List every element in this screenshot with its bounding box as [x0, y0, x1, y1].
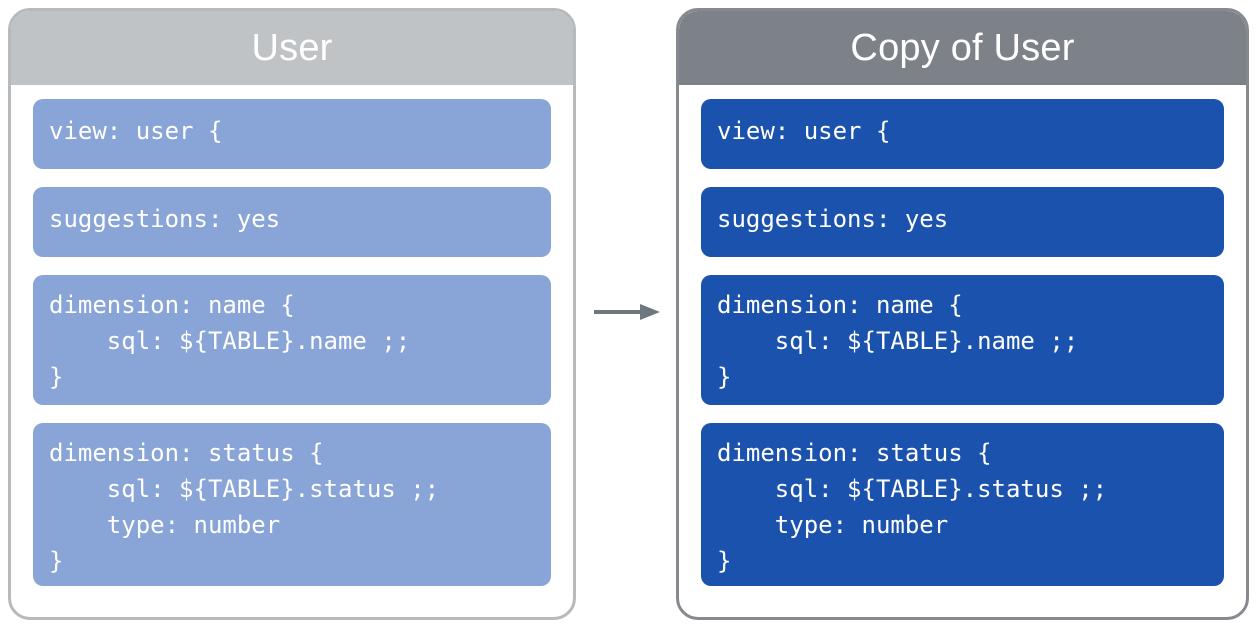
panel-title-copy: Copy of User: [679, 11, 1246, 85]
code-block-suggestions-copy: suggestions: yes: [701, 187, 1224, 257]
right-arrow-icon: [594, 303, 660, 321]
panel-title-original: User: [11, 11, 573, 85]
code-block-dimension-name-original: dimension: name { sql: ${TABLE}.name ;; …: [33, 275, 551, 405]
panel-copy-of-user: Copy of User view: user { suggestions: y…: [676, 8, 1249, 620]
code-block-dimension-status-original: dimension: status { sql: ${TABLE}.status…: [33, 423, 551, 586]
code-block-dimension-status-copy: dimension: status { sql: ${TABLE}.status…: [701, 423, 1224, 586]
code-block-view-declaration-original: view: user {: [33, 99, 551, 169]
panel-original-user: User view: user { suggestions: yes dimen…: [8, 8, 576, 620]
panel-body-copy: view: user { suggestions: yes dimension:…: [679, 85, 1246, 617]
panel-body-original: view: user { suggestions: yes dimension:…: [11, 85, 573, 617]
code-block-dimension-name-copy: dimension: name { sql: ${TABLE}.name ;; …: [701, 275, 1224, 405]
code-block-view-declaration-copy: view: user {: [701, 99, 1224, 169]
code-block-suggestions-original: suggestions: yes: [33, 187, 551, 257]
